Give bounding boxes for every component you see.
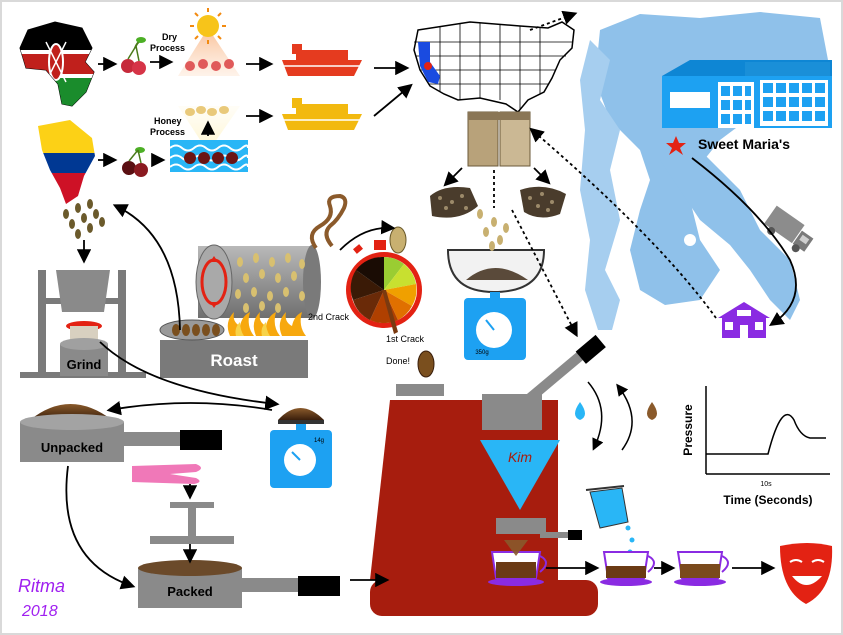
honey-beans	[185, 106, 229, 116]
coffee-cup-icon	[488, 540, 547, 586]
cycle-arrow-down	[587, 381, 604, 451]
coffee-cherry-icon	[122, 147, 148, 177]
scale-weight-grounds-label: 14g	[314, 438, 324, 444]
scale-weight-beans-label: 350g	[475, 350, 488, 356]
roasted-bean-tray	[159, 319, 225, 341]
green-bean-icon	[389, 226, 407, 254]
time-tick-label: 10s	[760, 481, 772, 488]
water-drop-icon	[575, 402, 585, 420]
espresso-machine-icon: Kim	[370, 334, 606, 616]
warehouse-icon	[662, 60, 832, 128]
stopwatch-icon	[346, 240, 422, 334]
cargo-ship-yellow-icon	[282, 98, 362, 130]
packed-label: Packed	[167, 584, 213, 599]
sweet-marias-label: Sweet Maria's	[698, 136, 790, 152]
scale-icon: 350g	[446, 249, 546, 360]
colombia-south-america-icon	[38, 120, 95, 204]
roaster-drum-icon	[195, 244, 321, 320]
honey-process-label-2: Process	[150, 127, 185, 137]
scale-grounds-icon: 14g	[270, 408, 332, 488]
roasted-bean-icon	[417, 350, 435, 378]
coffee-cup-icon	[674, 551, 729, 586]
coffee-drop-icon	[647, 402, 657, 420]
usa-map-icon	[413, 21, 575, 113]
portafilter-unpacked-icon: Unpacked	[20, 404, 222, 462]
beans-to-grinder	[63, 199, 105, 239]
pressure-axis-label: Pressure	[681, 404, 695, 456]
tamper-icon	[150, 502, 234, 544]
unpacked-label: Unpacked	[41, 440, 103, 455]
dry-process-label-2: Process	[150, 43, 185, 53]
done-label: Done!	[386, 356, 410, 366]
green-bean-pile-icon	[430, 186, 566, 218]
coffee-cherry-icon	[121, 37, 146, 75]
milk-pitcher-icon	[585, 485, 637, 565]
roast-base: Roast	[160, 340, 308, 378]
cycle-arrow-up	[616, 383, 633, 451]
flow-arrows	[65, 54, 797, 590]
honey-process-label-1: Honey	[154, 116, 182, 126]
second-crack-label: 2nd Crack	[308, 312, 350, 322]
dashed-arrows	[493, 10, 717, 338]
dry-process-label-1: Dry	[162, 32, 177, 42]
signature-name: Ritma	[18, 576, 65, 596]
location-star-icon	[666, 136, 686, 155]
house-icon	[718, 302, 770, 338]
water-wash-icon	[169, 140, 249, 172]
bay-area-map	[580, 12, 828, 330]
first-crack-label: 1st Crack	[386, 334, 425, 344]
machine-brand-label: Kim	[508, 449, 532, 465]
burlap-sack-icon	[467, 111, 531, 167]
sun-icon	[190, 8, 226, 44]
roast-flames	[227, 312, 306, 336]
falling-beans	[477, 209, 509, 251]
grind-label: Grind	[67, 357, 102, 372]
coffee-cup-icon	[600, 551, 655, 586]
delivery-truck-icon	[764, 205, 814, 253]
pressure-graph: Pressure 10s Time (Seconds)	[681, 386, 830, 507]
theater-mask-icon	[780, 543, 833, 604]
kenya-africa-icon	[19, 21, 95, 107]
grinder-icon: Grind	[20, 270, 146, 378]
hand-icon	[132, 464, 201, 484]
portafilter-packed-icon: Packed	[138, 560, 340, 608]
roast-label: Roast	[210, 351, 258, 370]
time-axis-label: Time (Seconds)	[723, 493, 812, 507]
signature-year: 2018	[21, 603, 58, 620]
roast-smoke	[309, 193, 348, 250]
drying-cherries	[185, 59, 234, 71]
cargo-ship-red-icon	[282, 44, 362, 76]
